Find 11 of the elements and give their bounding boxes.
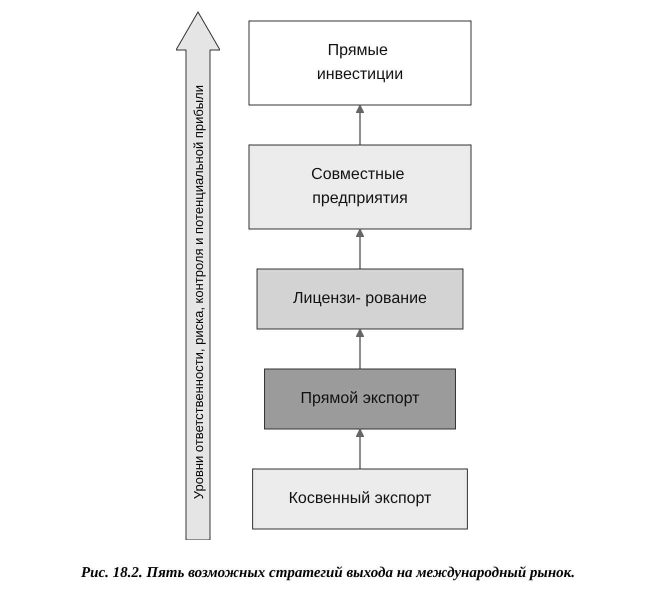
node-box: Прямые инвестиции	[248, 20, 472, 106]
node-box: Косвенный экспорт	[252, 468, 468, 530]
node-box: Лицензи- рование	[256, 268, 464, 330]
arrow	[356, 328, 364, 369]
caption: Рис. 18.2. Пять возможных стратегий выхода на международный рынок.	[80, 565, 576, 582]
arrow	[356, 228, 364, 269]
arrow	[356, 428, 364, 469]
node-box: Прямой экспорт	[264, 368, 456, 430]
arrow	[356, 104, 364, 145]
axis-label: Уровни ответственности, риска, контроля и потенциальной прибыли	[190, 85, 206, 500]
node-box: Совместные предприятия	[248, 144, 472, 230]
